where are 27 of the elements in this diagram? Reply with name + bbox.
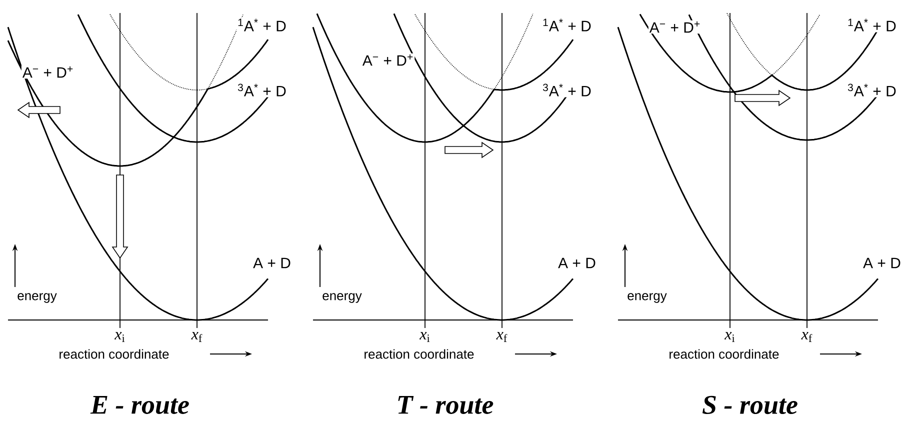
curve-label: A$^{−}$ + D$^{+}$	[648, 20, 702, 34]
axis-label: energy	[322, 293, 362, 303]
axis-label: energy	[18, 293, 57, 303]
curve-label: $^{1}$A$^{*}$ + D	[236, 18, 288, 32]
curve-label: $^{1}$A$^{*}$ + D	[846, 18, 898, 32]
curve-label: $^{1}$A$^{*}$ + D	[542, 18, 592, 32]
tick-label: x$_{i}$	[114, 332, 125, 342]
tick-label: x$_{i}$	[724, 332, 735, 342]
tick-label: x$_{f}$	[496, 332, 508, 342]
tick-label: x$_{i}$	[419, 332, 430, 342]
curve-label: $^{3}$A$^{*}$ + D	[542, 82, 592, 98]
tick-label: x$_{f}$	[191, 332, 202, 342]
curve-label: A + D	[252, 256, 292, 270]
curve-label: A + D	[862, 256, 902, 270]
curve-label: A + D	[557, 256, 597, 270]
curve-label: $^{3}$A$^{*}$ + D	[236, 82, 288, 98]
curve-label: A$^{−}$ + D$^{+}$	[361, 53, 415, 67]
axis-label: reaction coordinate	[60, 349, 169, 359]
tick-label: x$_{f}$	[801, 332, 812, 342]
panel-title: S - route	[702, 396, 798, 414]
curve-label: A$^{−}$ + D$^{+}$	[21, 65, 75, 79]
axis-label: reaction coordinate	[670, 349, 779, 359]
panel-title: T - route	[398, 396, 494, 414]
curve-label: $^{3}$A$^{*}$ + D	[846, 82, 898, 98]
axis-label: energy	[628, 293, 667, 303]
axis-label: reaction coordinate	[364, 349, 474, 359]
panel-title: E - route	[90, 396, 189, 414]
